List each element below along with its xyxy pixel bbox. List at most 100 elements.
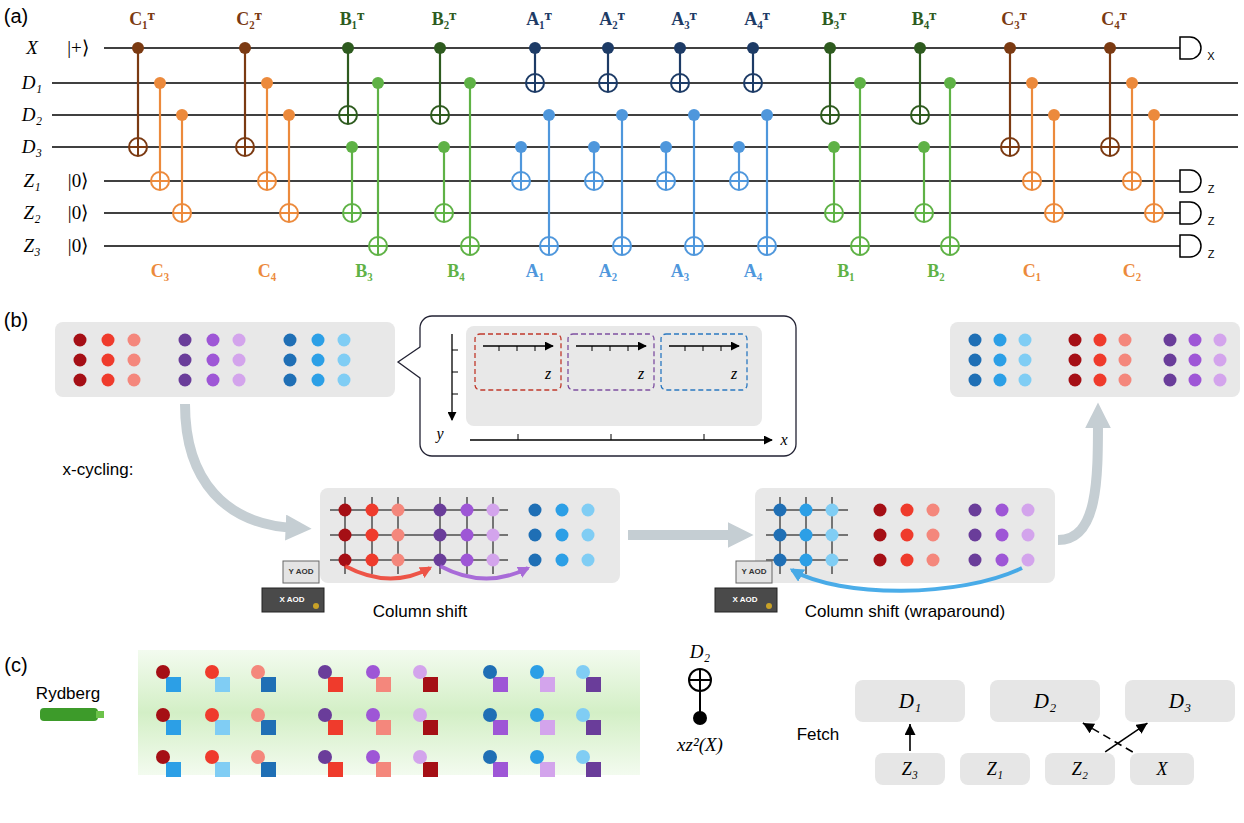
atom-dot xyxy=(826,529,839,542)
gate-label: B₃ xyxy=(355,262,372,282)
cnot-line xyxy=(1153,115,1155,222)
control-dot xyxy=(1148,109,1160,121)
axis-tick xyxy=(592,346,593,351)
atom-dot xyxy=(312,374,325,387)
zone-box xyxy=(475,334,561,390)
zone-site xyxy=(261,720,276,735)
atom-dot xyxy=(338,374,351,387)
gate-label: C₄ᵀ xyxy=(1101,10,1126,30)
fetch-box: Z₂ xyxy=(1045,753,1115,785)
atom-dot xyxy=(969,374,982,387)
atom-dot xyxy=(74,374,87,387)
zone-site xyxy=(586,677,601,692)
atom-dot xyxy=(251,708,265,722)
flow-arrow xyxy=(185,404,296,528)
target-circle xyxy=(825,204,843,222)
panel-letter: (b) xyxy=(4,309,28,331)
aod-line xyxy=(330,535,508,536)
target-circle xyxy=(941,237,959,255)
z-axis xyxy=(576,345,646,346)
zone-site xyxy=(261,677,276,692)
cnot-line xyxy=(1031,83,1033,190)
cnot-line xyxy=(443,147,445,222)
z-axis xyxy=(669,345,739,346)
fetch-arrow xyxy=(909,724,911,751)
gate-label: C₁ᵀ xyxy=(129,10,154,30)
target-cross xyxy=(351,204,353,222)
fetch-box: Z₃ xyxy=(875,753,945,785)
target-circle xyxy=(1145,204,1163,222)
target-cross xyxy=(699,669,701,691)
cnot-line xyxy=(738,147,740,190)
zone-site xyxy=(493,720,508,735)
measurement-basis: Z xyxy=(1208,248,1215,260)
atom-dot xyxy=(487,504,500,517)
target-cross xyxy=(621,237,623,255)
atom-dot xyxy=(483,708,497,722)
target-cross xyxy=(833,204,835,222)
control-dot xyxy=(132,42,144,54)
zone-site xyxy=(328,677,343,692)
atom-dot xyxy=(338,334,351,347)
zone-site xyxy=(376,720,391,735)
target-cross xyxy=(469,237,471,255)
atom-dot xyxy=(1189,334,1202,347)
atom-dot xyxy=(1019,354,1032,367)
target-circle xyxy=(129,138,147,156)
panel-letter: (c) xyxy=(4,654,27,676)
gate-label: B₂ xyxy=(927,262,944,282)
aod-device xyxy=(736,561,772,583)
atom-dot xyxy=(156,665,170,679)
device-label: Y AOD xyxy=(742,568,767,577)
target-circle xyxy=(461,237,479,255)
atom-dot xyxy=(392,554,405,567)
zone-site xyxy=(376,677,391,692)
gate-label: C₁ xyxy=(1023,262,1041,282)
atom-dot xyxy=(530,708,544,722)
atom-dot xyxy=(179,354,192,367)
target-cross xyxy=(1031,172,1033,190)
cnot-line xyxy=(266,83,268,190)
cnot-line xyxy=(621,115,623,255)
qubit-wire xyxy=(104,245,1180,246)
target-circle xyxy=(689,669,711,691)
qubit-name: D₃ xyxy=(1169,689,1191,714)
target-cross xyxy=(244,138,246,156)
atom-dot xyxy=(233,334,246,347)
atom-dot xyxy=(529,529,542,542)
qubit-name: D₁ xyxy=(899,689,921,714)
atom-dot xyxy=(233,374,246,387)
atom-dot xyxy=(179,374,192,387)
qubit-name: Z₃ xyxy=(902,759,918,780)
gate-label: A₃ xyxy=(671,262,689,282)
target-cross xyxy=(829,106,831,124)
gate-label: B₄ᵀ xyxy=(912,10,936,30)
atom-dot xyxy=(1019,374,1032,387)
target-cross xyxy=(949,237,951,255)
array-panel xyxy=(55,322,395,397)
atom-dot xyxy=(251,750,265,764)
control-dot xyxy=(733,141,745,153)
laser-icon xyxy=(96,711,104,718)
qubit-wire xyxy=(52,114,1238,115)
atom-dot xyxy=(74,354,87,367)
target-circle xyxy=(730,172,748,190)
control-dot xyxy=(1026,77,1038,89)
gate-label: A₂ xyxy=(599,262,617,282)
target-cross xyxy=(923,204,925,222)
atom-dot xyxy=(366,504,379,517)
axis-tick xyxy=(611,434,612,440)
atom-dot xyxy=(251,665,265,679)
control-dot xyxy=(616,109,628,121)
target-circle xyxy=(1101,138,1119,156)
zone-site xyxy=(328,720,343,735)
target-circle xyxy=(911,106,929,124)
target-cross xyxy=(919,106,921,124)
atom-dot xyxy=(284,334,297,347)
zone-site xyxy=(423,762,438,777)
cnot-line xyxy=(137,48,139,156)
atom-dot xyxy=(434,504,447,517)
aod-device xyxy=(262,588,324,612)
gate-label: A₄ xyxy=(744,262,762,282)
atom-dot xyxy=(318,750,332,764)
